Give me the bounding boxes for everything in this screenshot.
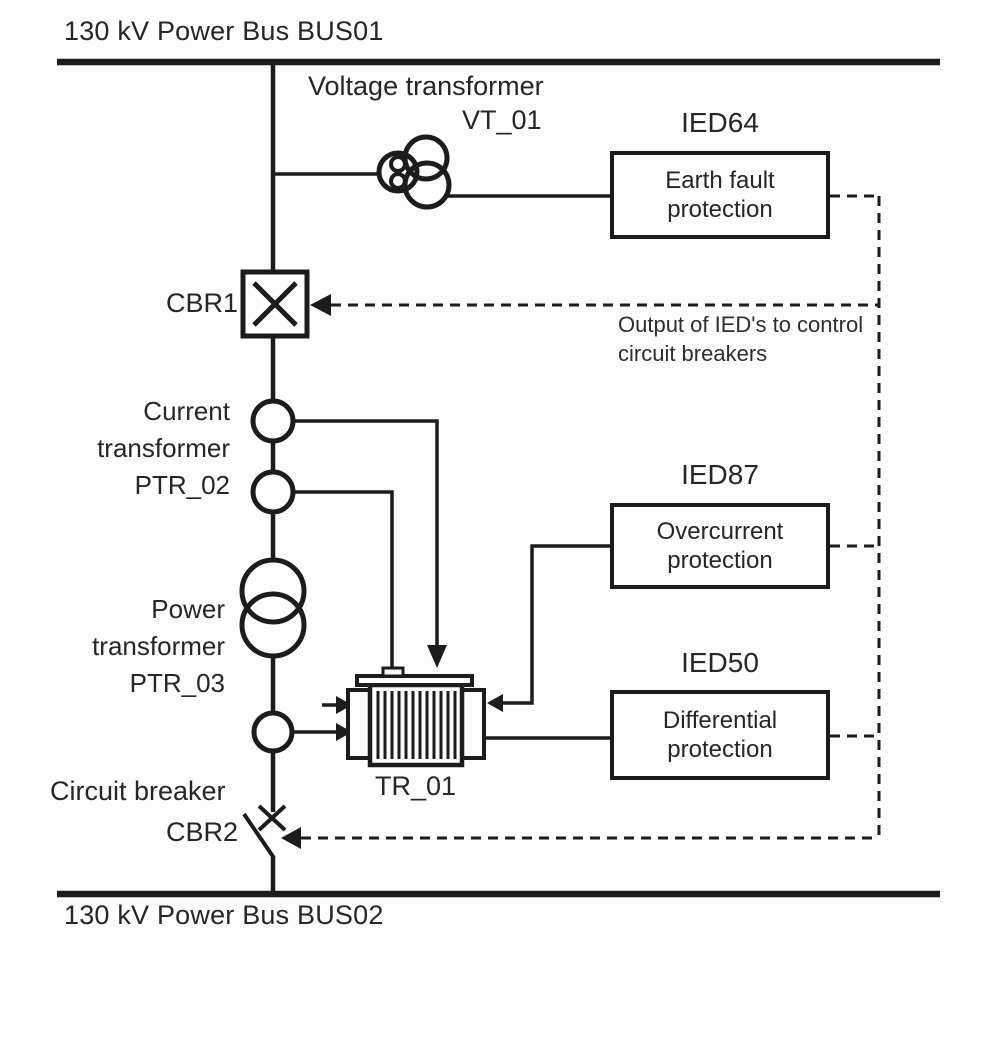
- ied50-title: IED50: [681, 647, 759, 678]
- lower-ct-symbol: [251, 710, 295, 754]
- power-transformer-id: PTR_03: [129, 668, 225, 698]
- ct2-to-tr-wire: [293, 490, 394, 670]
- ied87-function-line1: Overcurrent: [656, 518, 784, 545]
- transformer-unit-symbol: [346, 666, 486, 768]
- current-transformer-label-line2: transformer: [97, 433, 230, 463]
- lower-ct-to-tr-wire: [292, 723, 352, 741]
- circuit-breaker-label: Circuit breaker: [50, 776, 226, 806]
- ied64-function-line2: protection: [667, 196, 773, 223]
- cbr1-symbol: [240, 269, 310, 339]
- ied50-function-line2: protection: [667, 736, 773, 763]
- current-transformer-id: PTR_02: [134, 470, 230, 500]
- tr-left-input-arrow: [322, 696, 352, 714]
- cbr2-symbol: [242, 804, 287, 860]
- cbr1-label: CBR1: [165, 288, 238, 318]
- current-transformer-label: Current transformer PTR_02: [80, 393, 230, 504]
- ied64-box: Earth fault protection: [610, 151, 830, 239]
- current-transformer-symbol: [250, 398, 296, 515]
- power-transformer-label-line2: transformer: [92, 631, 225, 661]
- ied87-title: IED87: [681, 459, 759, 490]
- cbr2-label: CBR2: [165, 817, 238, 847]
- power-transformer-symbol: [239, 557, 307, 659]
- ied50-function-line1: Differential: [662, 707, 778, 734]
- ied64-function-line1: Earth fault: [665, 167, 775, 194]
- trip-note-line1: Output of IED's to control: [618, 312, 864, 337]
- ied-control-dashed-lines: [301, 194, 881, 840]
- power-transformer-label: Power transformer PTR_03: [80, 591, 225, 702]
- voltage-transformer-id: VT_01: [462, 105, 542, 135]
- ied87-to-tr-wire: [487, 544, 612, 712]
- bus02-label: 130 kV Power Bus BUS02: [64, 900, 384, 930]
- current-transformer-label-line1: Current: [143, 396, 230, 426]
- cbr2-trip-arrowhead: [281, 827, 301, 849]
- trip-note-line2: circuit breakers: [618, 341, 768, 366]
- ied50-box: Differential protection: [610, 690, 830, 780]
- ied87-box: Overcurrent protection: [610, 503, 830, 589]
- power-transformer-label-line1: Power: [151, 594, 225, 624]
- voltage-transformer-symbol: [273, 134, 610, 210]
- cbr1-trip-arrowhead: [310, 294, 331, 316]
- ct1-to-tr-wire: [293, 419, 447, 668]
- ied87-function-line2: protection: [667, 547, 773, 574]
- bus01-label: 130 kV Power Bus BUS01: [64, 16, 384, 46]
- ied64-title: IED64: [681, 107, 759, 138]
- voltage-transformer-label: Voltage transformer: [308, 71, 544, 101]
- transformer-unit-id: TR_01: [374, 771, 457, 801]
